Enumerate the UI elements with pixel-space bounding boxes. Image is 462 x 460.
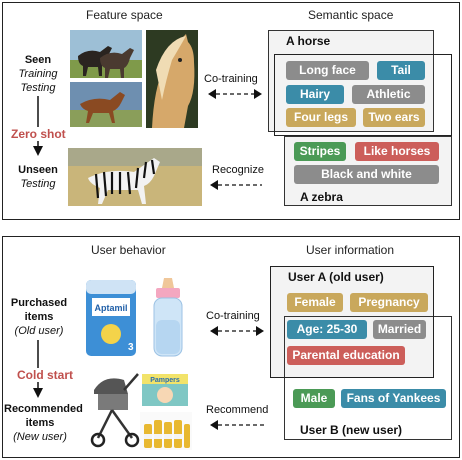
zero-shot-label: Zero shot: [10, 127, 67, 141]
unseen-testing-text: Testing: [20, 178, 56, 190]
horses-herd-image: [70, 30, 142, 78]
zero-shot-arrow: [33, 96, 43, 156]
seen-label: Seen Training Testing: [10, 53, 66, 95]
user-behavior-header: User behavior: [91, 243, 166, 257]
purchased-text: Purchased: [10, 297, 68, 309]
recommend-arrow: [210, 420, 264, 430]
old-user-text: (Old user): [14, 325, 64, 337]
tag-athletic: Athletic: [352, 85, 425, 104]
recognize-arrow: [210, 180, 262, 190]
testing-text: Testing: [20, 82, 56, 94]
diapers-brand-text: Pampers: [150, 377, 180, 384]
tag-two-ears: Two ears: [363, 108, 425, 127]
baby-bottle-image: [153, 278, 183, 357]
tag-pregnancy: Pregnancy: [350, 293, 428, 312]
bottom-cotraining-arrow: [210, 326, 264, 336]
top-cotraining-label: Co-training: [204, 73, 258, 85]
user-a-frame: [270, 266, 434, 378]
zebra-image: [68, 148, 202, 206]
zebra-box-title: A zebra: [300, 190, 343, 204]
tag-like-horses: Like horses: [355, 142, 439, 161]
horse-zebra-overlap-frame: [274, 54, 452, 136]
recognize-label: Recognize: [212, 164, 264, 176]
top-cotraining-arrow: [208, 89, 262, 99]
purchased-label: Purchased items (Old user): [6, 296, 72, 338]
tag-black-and-white: Black and white: [294, 165, 439, 184]
horse-running-image: [70, 82, 142, 127]
user-a-title: User A (old user): [288, 270, 384, 284]
stroller-image: [90, 373, 140, 448]
tag-married: Married: [373, 320, 426, 339]
items2-text: items: [25, 417, 55, 429]
seen-text: Seen: [24, 54, 52, 66]
unseen-text: Unseen: [18, 164, 58, 176]
tag-hairy: Hairy: [286, 85, 344, 104]
recommended-text: Recommended: [4, 403, 83, 415]
tag-parental-education: Parental education: [287, 346, 405, 365]
horse-box-title: A horse: [286, 34, 331, 48]
new-user-text: (New user): [13, 431, 67, 443]
tag-fans-of-yankees: Fans of Yankees: [341, 389, 446, 408]
tag-stripes: Stripes: [294, 142, 346, 161]
formula-can-image: Aptamil 3: [86, 280, 136, 356]
tag-male: Male: [293, 389, 335, 408]
tag-female: Female: [287, 293, 343, 312]
recommend-label: Recommend: [206, 404, 269, 416]
user-b-title: User B (new user): [300, 423, 403, 437]
semantic-space-header: Semantic space: [308, 8, 394, 22]
feature-space-header: Feature space: [86, 8, 163, 22]
tag-tail: Tail: [377, 61, 425, 80]
tag-long-face: Long face: [286, 61, 369, 80]
formula-brand-text: Aptamil: [94, 303, 127, 313]
training-text: Training: [18, 68, 58, 80]
tag-age: Age: 25-30: [287, 320, 367, 339]
user-information-header: User information: [306, 243, 395, 257]
horse-portrait-image: [146, 30, 198, 128]
diapers-image: Pampers: [142, 374, 188, 406]
cold-start-label: Cold start: [16, 368, 75, 382]
formula-stage-text: 3: [128, 342, 134, 353]
unseen-label: Unseen Testing: [10, 163, 66, 191]
beer-bottles-image: [140, 412, 192, 450]
tag-four-legs: Four legs: [286, 108, 356, 127]
bottom-cotraining-label: Co-training: [206, 310, 260, 322]
user-b-box: [284, 316, 452, 440]
recommended-label: Recommended items (New user): [4, 402, 83, 444]
items-text: items: [24, 311, 54, 323]
